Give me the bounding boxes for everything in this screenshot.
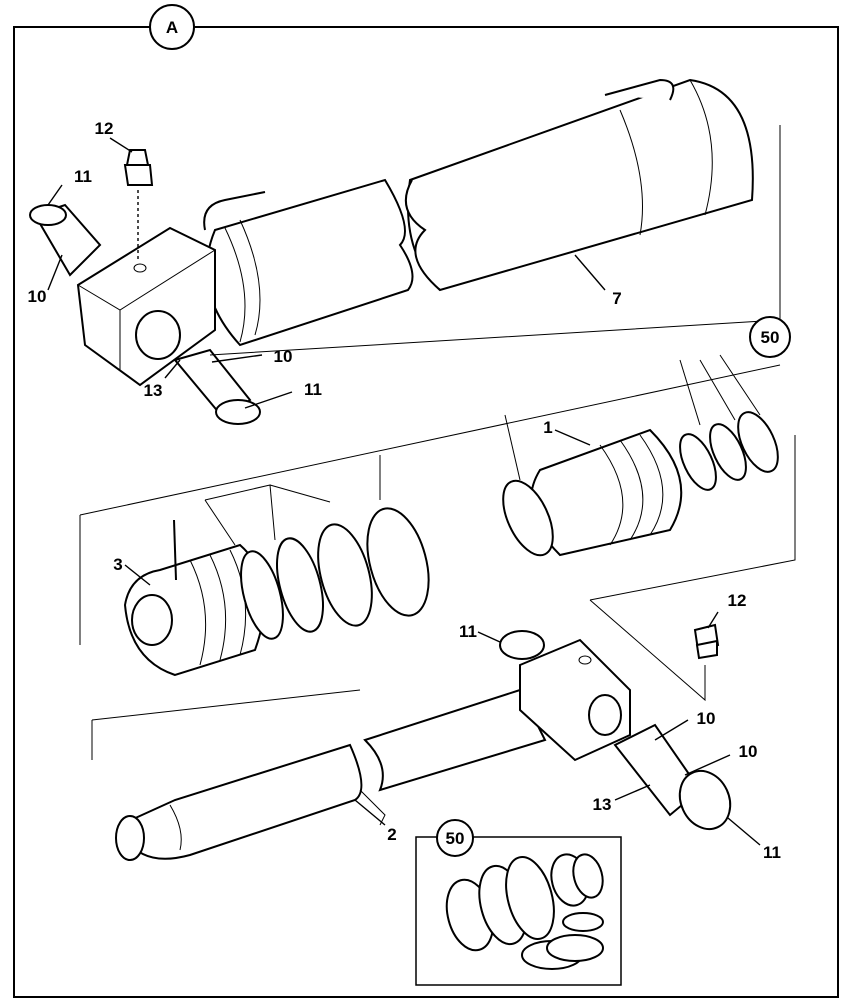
- kit-label-50: 50: [749, 316, 791, 358]
- leader-lines-bottom: [354, 611, 761, 846]
- view-label-text: A: [166, 18, 178, 37]
- callout-1: 1: [543, 418, 552, 437]
- gland-assembly: [502, 411, 779, 557]
- callout-10: 10: [739, 742, 758, 761]
- rod-assembly: [91, 599, 732, 861]
- kit-inset-label-text: 50: [446, 829, 465, 848]
- kit-label-text: 50: [761, 328, 780, 347]
- callout-11: 11: [74, 167, 92, 186]
- piston-assembly: [123, 507, 430, 677]
- callout-10: 10: [274, 347, 293, 366]
- callout-11: 11: [459, 622, 477, 641]
- view-label-a: A: [149, 4, 195, 50]
- callout-7: 7: [612, 289, 621, 308]
- callout-11: 11: [304, 380, 322, 399]
- callout-10: 10: [697, 709, 716, 728]
- callout-11: 11: [763, 843, 781, 862]
- callout-2: 2: [387, 825, 396, 844]
- seal-kit-inset: 50: [415, 819, 622, 986]
- callout-12: 12: [95, 119, 114, 138]
- diagram-frame: [13, 26, 839, 998]
- leader-lines-top: [47, 137, 606, 409]
- callout-10: 10: [28, 287, 47, 306]
- leader-lines-middle: [124, 354, 761, 586]
- callout-12: 12: [728, 591, 747, 610]
- callout-labels: 12 11 10 10 11 13 7 1 3 12 11 10 10 13 1…: [28, 119, 781, 862]
- callout-3: 3: [113, 555, 122, 574]
- callout-13: 13: [593, 795, 612, 814]
- barrel-assembly: [29, 78, 754, 425]
- callout-13: 13: [144, 381, 163, 400]
